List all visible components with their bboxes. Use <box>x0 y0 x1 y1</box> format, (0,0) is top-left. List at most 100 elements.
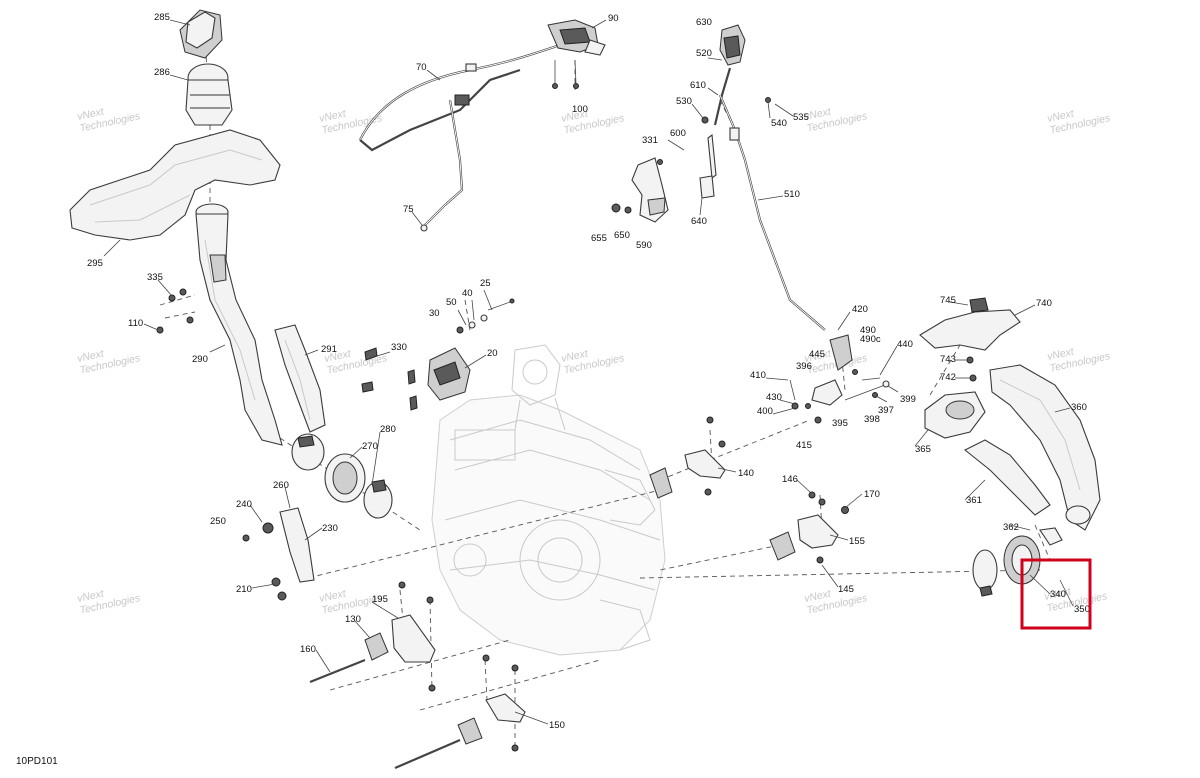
throttle-lever-90 <box>547 19 606 89</box>
callout-146: 146 <box>782 474 798 485</box>
mount-155 <box>769 491 849 564</box>
callout-20: 20 <box>487 348 498 359</box>
svg-text:vNext: vNext <box>1046 345 1076 363</box>
svg-text:vNext: vNext <box>318 107 348 125</box>
callout-250: 250 <box>210 516 226 527</box>
callout-360: 360 <box>1071 402 1087 413</box>
callout-285: 285 <box>154 12 170 23</box>
callout-399: 399 <box>900 394 916 405</box>
svg-text:vNext: vNext <box>560 107 590 125</box>
callout-398: 398 <box>864 414 880 425</box>
clamps-and-boot <box>291 433 393 519</box>
ecu-box-20 <box>361 347 471 411</box>
callout-290: 290 <box>192 354 208 365</box>
callout-420: 420 <box>852 304 868 315</box>
heat-shield-295 <box>69 129 281 241</box>
mount-140 <box>649 416 726 499</box>
bracket-740 <box>919 297 1021 382</box>
callout-350: 350 <box>1074 604 1090 615</box>
diagram-code: 10PD101 <box>16 756 58 767</box>
callout-445: 445 <box>809 349 825 360</box>
callout-286: 286 <box>154 67 170 78</box>
shift-lever-610 <box>701 67 826 331</box>
callout-110: 110 <box>128 318 143 329</box>
linkage-assembly <box>789 334 890 424</box>
callout-331: 331 <box>642 135 658 146</box>
svg-text:vNext: vNext <box>76 105 106 123</box>
callout-640: 640 <box>691 216 707 227</box>
callout-195: 195 <box>372 594 388 605</box>
callout-743: 743 <box>940 354 956 365</box>
callout-740: 740 <box>1036 298 1052 309</box>
callout-540: 540 <box>771 118 787 129</box>
callout-155: 155 <box>849 536 865 547</box>
svg-text:vNext: vNext <box>318 587 348 605</box>
callout-600: 600 <box>670 128 686 139</box>
callout-610: 610 <box>690 80 706 91</box>
callout-140: 140 <box>738 468 754 479</box>
air-filter-285 <box>179 9 223 59</box>
callout-630: 630 <box>696 17 712 28</box>
callout-440: 440 <box>897 339 913 350</box>
callout-75: 75 <box>403 204 414 215</box>
callout-400: 400 <box>757 406 773 417</box>
callout-270: 270 <box>362 441 378 452</box>
callout-365: 365 <box>915 444 931 455</box>
callout-745: 745 <box>940 295 956 306</box>
callout-397: 397 <box>878 405 894 416</box>
callout-490c: 490c <box>860 334 881 345</box>
intake-adaptor-286 <box>185 63 233 126</box>
callout-30: 30 <box>429 308 440 319</box>
svg-text:vNext: vNext <box>803 105 833 123</box>
callout-50: 50 <box>446 297 457 308</box>
exhaust-duct-360 <box>989 364 1101 531</box>
callout-330: 330 <box>391 342 407 353</box>
leader-lines <box>103 19 1074 725</box>
callout-291: 291 <box>321 344 337 355</box>
shift-knob-630 <box>719 24 746 66</box>
callout-535: 535 <box>793 112 809 123</box>
callout-210: 210 <box>236 584 252 595</box>
callout-70: 70 <box>416 62 427 73</box>
callout-100: 100 <box>572 104 588 115</box>
callout-410: 410 <box>750 370 766 381</box>
callout-361: 361 <box>966 495 982 506</box>
callout-396: 396 <box>796 361 812 372</box>
svg-text:vNext: vNext <box>1043 585 1073 603</box>
callout-160: 160 <box>300 644 316 655</box>
callout-335: 335 <box>147 272 163 283</box>
svg-text:vNext: vNext <box>76 347 106 365</box>
callout-430: 430 <box>766 392 782 403</box>
mount-150 <box>394 654 526 770</box>
bracket-230 <box>242 507 315 601</box>
callout-362: 362 <box>1003 522 1019 533</box>
hardware-335 <box>156 288 194 334</box>
svg-text:vNext: vNext <box>323 347 353 365</box>
svg-text:vNext: vNext <box>803 347 833 365</box>
duct-361 <box>963 439 1051 516</box>
callout-395: 395 <box>832 418 848 429</box>
callout-170: 170 <box>864 489 880 500</box>
silencer-clamp-340 <box>972 527 1063 597</box>
svg-text:vNext: vNext <box>560 347 590 365</box>
callout-415: 415 <box>796 440 812 451</box>
intake-elbow-291 <box>274 324 326 433</box>
boot-365 <box>924 391 986 439</box>
callout-40: 40 <box>462 288 473 299</box>
callout-labels: 285 286 295 335 110 290 291 70 75 90 100… <box>87 12 1090 731</box>
svg-text:vNext: vNext <box>1046 107 1076 125</box>
callout-590: 590 <box>636 240 652 251</box>
engine-block <box>431 344 666 656</box>
callout-25: 25 <box>480 278 491 289</box>
shift-bracket-590 <box>611 97 771 223</box>
callout-655: 655 <box>591 233 607 244</box>
